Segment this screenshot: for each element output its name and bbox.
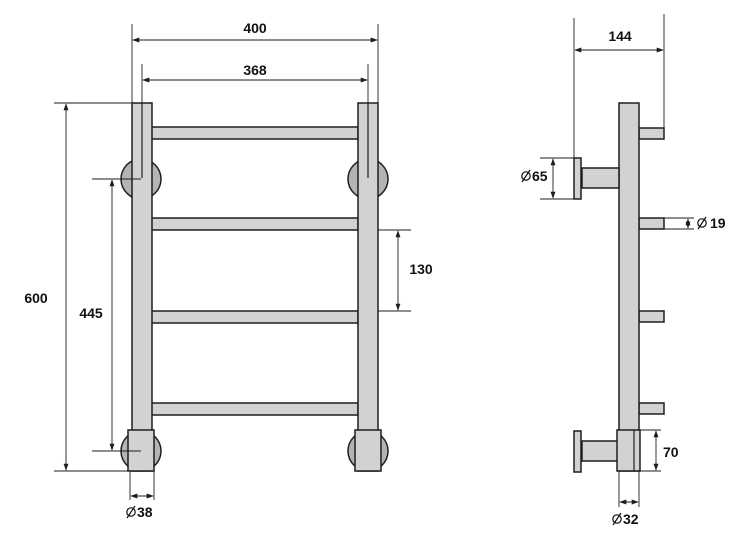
side-bar-stub-1 [638,127,665,140]
side-bar-diameter-label: 19 [710,215,726,231]
side-bracket-top-arm [581,167,620,189]
front-bar-1 [150,126,359,140]
side-base-height-label: 70 [663,444,679,460]
front-bar-3 [150,310,359,324]
side-bar-stub-2 [638,217,665,230]
front-view: 400 368 600 445 130 38 [24,20,433,520]
front-height-label: 600 [24,290,48,306]
side-base-cap [616,429,641,472]
front-diameter-symbol [126,505,136,519]
side-upright-diameter-symbol [612,512,622,526]
side-upright [618,102,640,472]
front-spacing-label: 130 [409,261,433,277]
side-view: 144 65 19 70 32 [521,14,726,527]
front-width-label: 400 [243,20,267,36]
side-bar-diameter-symbol [697,216,707,230]
side-bar-stub-4 [638,402,665,415]
front-bar-4 [150,402,359,416]
front-cap-right [354,429,382,472]
side-bracket-diameter-symbol [521,169,531,183]
side-bracket-top-flange [573,157,582,200]
front-mount-label: 445 [79,305,103,321]
front-rail-diameter-label: 38 [137,504,153,520]
side-bracket-diameter-label: 65 [532,168,548,184]
front-cap-left [127,429,155,472]
side-bar-stub-3 [638,310,665,323]
side-depth-label: 144 [608,28,632,44]
front-bar-2 [150,217,359,231]
side-upright-width-label: 32 [623,511,639,527]
side-bracket-bottom-arm [581,440,620,462]
front-centers-label: 368 [243,62,267,78]
side-bracket-bottom-flange [573,430,582,473]
